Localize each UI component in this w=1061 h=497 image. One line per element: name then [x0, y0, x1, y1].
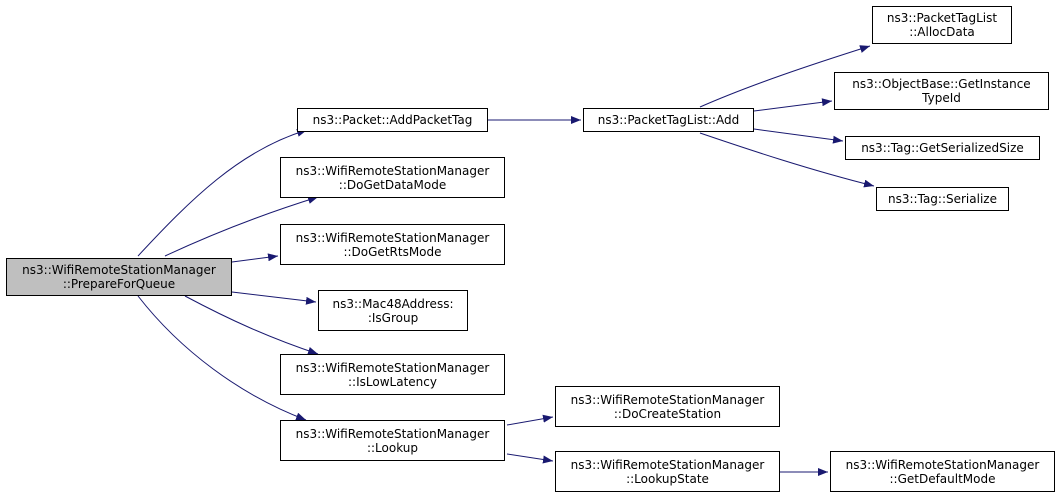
node-do-create-station-line2: ::DoCreateStation [613, 406, 722, 421]
node-alloc-data-line2: ::AllocData [909, 25, 975, 39]
node-is-group-line1: ns3::Mac48Address: [332, 296, 454, 311]
edge-root-to-do-get-rts-mode [231, 253, 279, 263]
node-packet-tag-list-add-label: ns3::PacketTagList::Add [597, 113, 740, 127]
node-is-low-latency-line1: ns3::WifiRemoteStationManager [295, 360, 490, 375]
edge-lookup-to-do-create-station [506, 414, 554, 426]
edge-tag-list-add-to-alloc-data [699, 45, 871, 108]
node-get-default-mode-line1: ns3::WifiRemoteStationManager [845, 457, 1040, 472]
node-get-serialized-size-label: ns3::Tag::GetSerializedSize [861, 141, 1024, 155]
node-lookup-line1: ns3::WifiRemoteStationManager [295, 426, 490, 441]
node-alloc-data-line1: ns3::PacketTagList [886, 11, 998, 25]
edge-root-to-is-low-latency [184, 295, 319, 355]
node-get-instance-type-id-line2: TypeId [922, 91, 961, 105]
node-lookup-state-line2: ::LookupState [626, 471, 709, 486]
node-do-get-rts-mode[interactable]: ns3::WifiRemoteStationManager ::DoGetRts… [280, 224, 505, 265]
edge-root-to-add-packet-tag [137, 129, 308, 257]
node-get-default-mode[interactable]: ns3::WifiRemoteStationManager ::GetDefau… [830, 451, 1055, 492]
node-lookup[interactable]: ns3::WifiRemoteStationManager ::Lookup [280, 420, 505, 461]
node-do-get-data-mode-line1: ns3::WifiRemoteStationManager [295, 163, 490, 178]
node-lookup-line2: ::Lookup [366, 440, 419, 455]
node-is-low-latency-line2: ::IsLowLatency [348, 374, 437, 389]
edge-tag-list-add-to-get-serialized-size [753, 128, 844, 144]
node-is-group[interactable]: ns3::Mac48Address: :IsGroup [318, 290, 468, 331]
edge-root-to-is-group [231, 291, 317, 305]
node-lookup-state-line1: ns3::WifiRemoteStationManager [570, 457, 765, 472]
node-is-group-line2: :IsGroup [367, 310, 419, 325]
node-add-packet-tag[interactable]: ns3::Packet::AddPacketTag [297, 108, 488, 132]
node-do-get-rts-mode-line2: ::DoGetRtsMode [343, 244, 442, 259]
node-do-get-rts-mode-line1: ns3::WifiRemoteStationManager [295, 230, 490, 245]
edge-tag-list-add-to-tag-serialize [699, 132, 875, 188]
node-prepare-for-queue: ns3::WifiRemoteStationManager ::PrepareF… [6, 258, 232, 296]
node-do-create-station-line1: ns3::WifiRemoteStationManager [570, 392, 765, 407]
node-get-instance-type-id[interactable]: ns3::ObjectBase::GetInstance TypeId [834, 72, 1049, 110]
edge-root-to-lookup [137, 295, 307, 421]
node-tag-serialize[interactable]: ns3::Tag::Serialize [876, 187, 1009, 211]
node-get-instance-type-id-line1: ns3::ObjectBase::GetInstance [852, 77, 1031, 91]
node-do-create-station[interactable]: ns3::WifiRemoteStationManager ::DoCreate… [555, 386, 780, 427]
node-prepare-for-queue-line1: ns3::WifiRemoteStationManager [22, 263, 216, 277]
node-get-default-mode-line2: ::GetDefaultMode [889, 471, 996, 486]
node-do-get-data-mode[interactable]: ns3::WifiRemoteStationManager ::DoGetDat… [280, 157, 505, 198]
node-tag-serialize-label: ns3::Tag::Serialize [888, 192, 997, 206]
node-is-low-latency[interactable]: ns3::WifiRemoteStationManager ::IsLowLat… [280, 354, 505, 395]
edge-root-to-do-get-data-mode [164, 196, 319, 257]
edge-lookup-to-lookup-state [506, 453, 554, 464]
node-prepare-for-queue-line2: ::PrepareForQueue [62, 277, 176, 291]
node-add-packet-tag-label: ns3::Packet::AddPacketTag [312, 113, 473, 127]
node-get-serialized-size[interactable]: ns3::Tag::GetSerializedSize [845, 136, 1040, 160]
node-lookup-state[interactable]: ns3::WifiRemoteStationManager ::LookupSt… [555, 451, 780, 492]
node-do-get-data-mode-line2: ::DoGetDataMode [338, 177, 447, 192]
node-packet-tag-list-add[interactable]: ns3::PacketTagList::Add [583, 108, 754, 132]
edge-tag-list-add-to-get-instance-type-id [753, 98, 833, 112]
node-alloc-data[interactable]: ns3::PacketTagList ::AllocData [872, 6, 1012, 44]
